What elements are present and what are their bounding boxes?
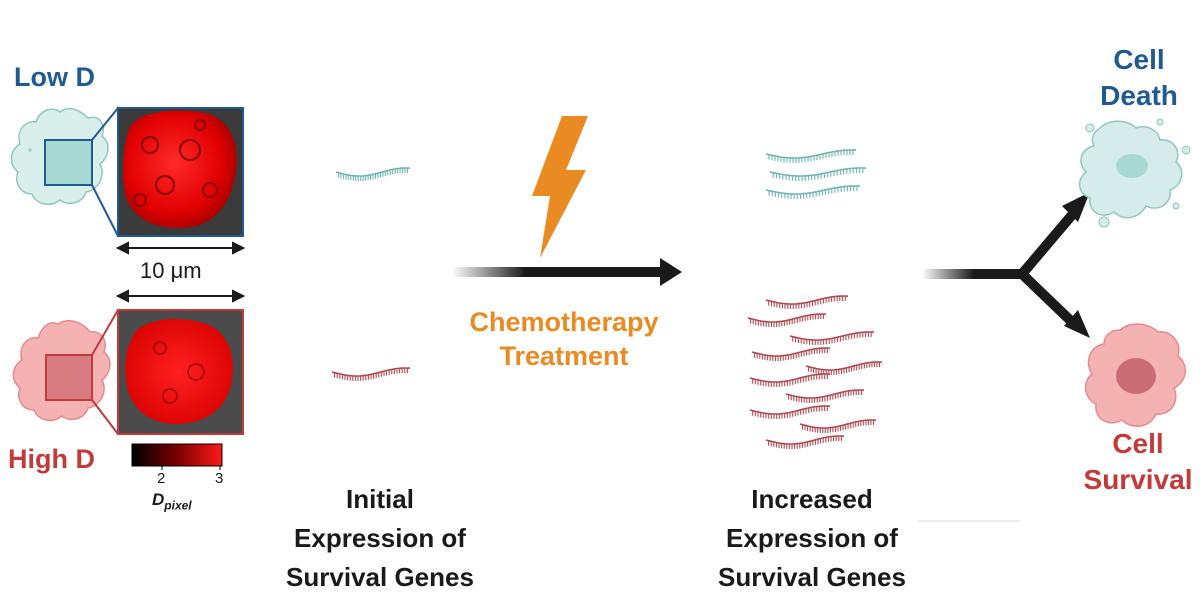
initial-line1: Initial [346,484,414,514]
initial-expression-label: Initial Expression of Survival Genes [268,480,492,597]
mrna-strand-increased-red-5 [805,361,883,375]
mrna-strand-increased-red-10 [765,435,845,449]
mrna-strand-increased-teal-1 [765,149,857,163]
mrna-strand-increased-red-4 [751,347,831,361]
cell-death-line2: Death [1100,80,1178,111]
colorbar-tick-max: 3 [215,470,224,487]
increased-expression-label: Increased Expression of Survival Genes [700,480,924,597]
scale-bar-arrow-bottom [115,289,246,303]
high-d-cell-icon [12,320,111,422]
mrna-strand-increased-red-8 [749,405,831,419]
low-d-label: Low D [14,62,95,92]
colorbar-tick-min: 2 [157,470,166,487]
colorbar [131,443,223,470]
high-d-nucleus-image [117,309,244,435]
mrna-strand-increased-red-7 [785,389,865,403]
cell-survival-label: Cell Survival [1076,426,1200,498]
cell-death-icon [1078,118,1191,228]
mrna-strand-initial-red [331,367,411,381]
zoom-line-low-bottom [91,184,119,237]
mrna-strand-increased-red-2 [747,313,827,327]
mrna-strand-increased-teal-2 [769,167,867,181]
branch-arrow [922,192,1090,338]
low-d-nucleus-image [117,107,244,237]
mrna-strand-increased-teal-3 [765,185,861,199]
colorbar-title: Dpixel [152,490,192,512]
mrna-strand-initial-teal [335,167,411,181]
zoom-line-high-bottom [91,399,119,435]
cell-death-label: Cell Death [1080,42,1198,114]
treatment-label-line2: Treatment [499,341,629,371]
mrna-strand-increased-red-9 [799,419,877,433]
scale-bar-label: 10 μm [140,258,202,283]
increased-line3: Survival Genes [718,562,906,592]
cell-survival-line2: Survival [1083,464,1193,495]
mrna-strand-increased-red-1 [765,295,849,309]
high-d-label: High D [8,444,95,474]
increased-line1: Increased [751,484,873,514]
initial-line3: Survival Genes [286,562,474,592]
mrna-strand-increased-red-3 [789,331,875,345]
colorbar-symbol: D [152,490,165,509]
cell-survival-line1: Cell [1112,428,1164,459]
colorbar-subscript: pixel [164,498,192,513]
zoom-line-high-top [91,309,119,356]
increased-line2: Expression of [726,523,898,553]
low-d-cell-icon [10,107,109,206]
lightning-bolt-icon [532,116,588,258]
scale-bar-arrow-top [115,241,246,255]
cell-death-line1: Cell [1113,44,1165,75]
cell-survival-icon [1084,323,1186,427]
initial-line2: Expression of [294,523,466,553]
zoom-line-low-top [91,107,119,141]
treatment-arrow [452,258,682,286]
mrna-strand-increased-red-6 [749,373,831,387]
treatment-label-line1: Chemotherapy [469,307,659,337]
treatment-label: Chemotherapy Treatment [452,305,676,373]
